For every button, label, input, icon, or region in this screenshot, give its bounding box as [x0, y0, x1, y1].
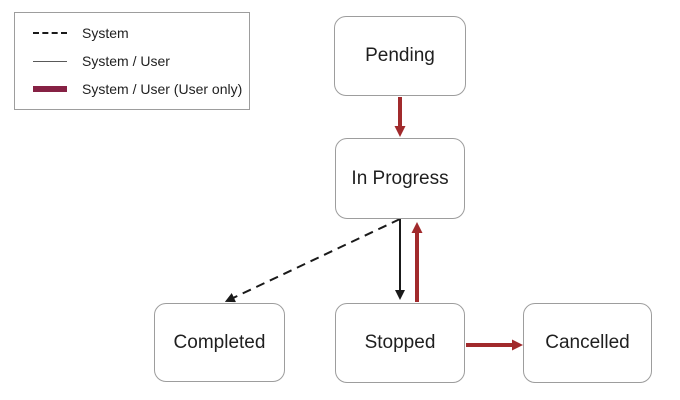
legend-item-system: System [33, 25, 249, 41]
legend-label: System / User [82, 53, 170, 69]
state-label: Cancelled [545, 332, 630, 353]
state-stopped: Stopped [335, 303, 465, 383]
state-in-progress: In Progress [335, 138, 465, 219]
state-cancelled: Cancelled [523, 303, 652, 383]
state-label: In Progress [351, 167, 449, 189]
legend-item-system-user: System / User [33, 53, 249, 69]
arrow-in-progress-to-completed [224, 218, 401, 303]
state-completed: Completed [154, 303, 285, 382]
state-label: Completed [173, 331, 266, 353]
state-label: Pending [365, 45, 435, 66]
legend-item-user-only: System / User (User only) [33, 81, 249, 97]
dashed-line-swatch [33, 32, 67, 34]
legend: System System / User System / User (User… [14, 12, 250, 110]
solid-line-swatch [33, 60, 67, 62]
thick-line-swatch [33, 86, 67, 92]
legend-label: System / User (User only) [82, 81, 243, 97]
legend-label: System [82, 25, 129, 41]
state-label: Stopped [364, 332, 436, 353]
state-pending: Pending [334, 16, 466, 96]
